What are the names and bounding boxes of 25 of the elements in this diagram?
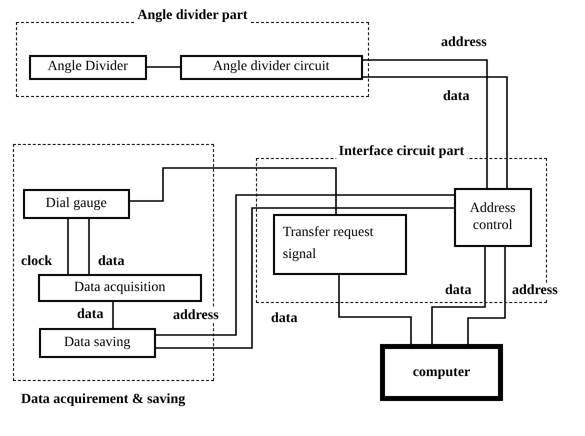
edge-label: address bbox=[172, 308, 220, 324]
computer-box: computer bbox=[380, 344, 503, 401]
connector-line bbox=[156, 194, 454, 336]
connector-line bbox=[67, 219, 69, 274]
group-title: Data acquirement & saving bbox=[20, 391, 186, 409]
connector-line bbox=[147, 66, 180, 68]
process-box: Address control bbox=[454, 188, 532, 247]
connector-line bbox=[431, 247, 486, 344]
connector-line bbox=[363, 59, 488, 188]
group-title: Angle divider part bbox=[134, 8, 251, 24]
process-box: Angle divider circuit bbox=[180, 54, 363, 80]
connector-line bbox=[363, 76, 508, 188]
process-box: Data saving bbox=[38, 328, 156, 358]
connector-line bbox=[130, 167, 337, 214]
connector-line bbox=[156, 207, 454, 349]
connector-line bbox=[88, 219, 90, 274]
connector-line bbox=[112, 302, 114, 328]
process-box: Transfer request signal bbox=[272, 214, 407, 275]
group-title: Interface circuit part bbox=[336, 144, 468, 160]
connector-line bbox=[467, 247, 506, 344]
edge-label: address bbox=[511, 283, 559, 298]
process-box: Angle Divider bbox=[28, 54, 147, 80]
connector-line bbox=[338, 275, 412, 344]
process-box: Data acquisition bbox=[38, 274, 202, 302]
process-box: Dial gauge bbox=[22, 188, 130, 219]
